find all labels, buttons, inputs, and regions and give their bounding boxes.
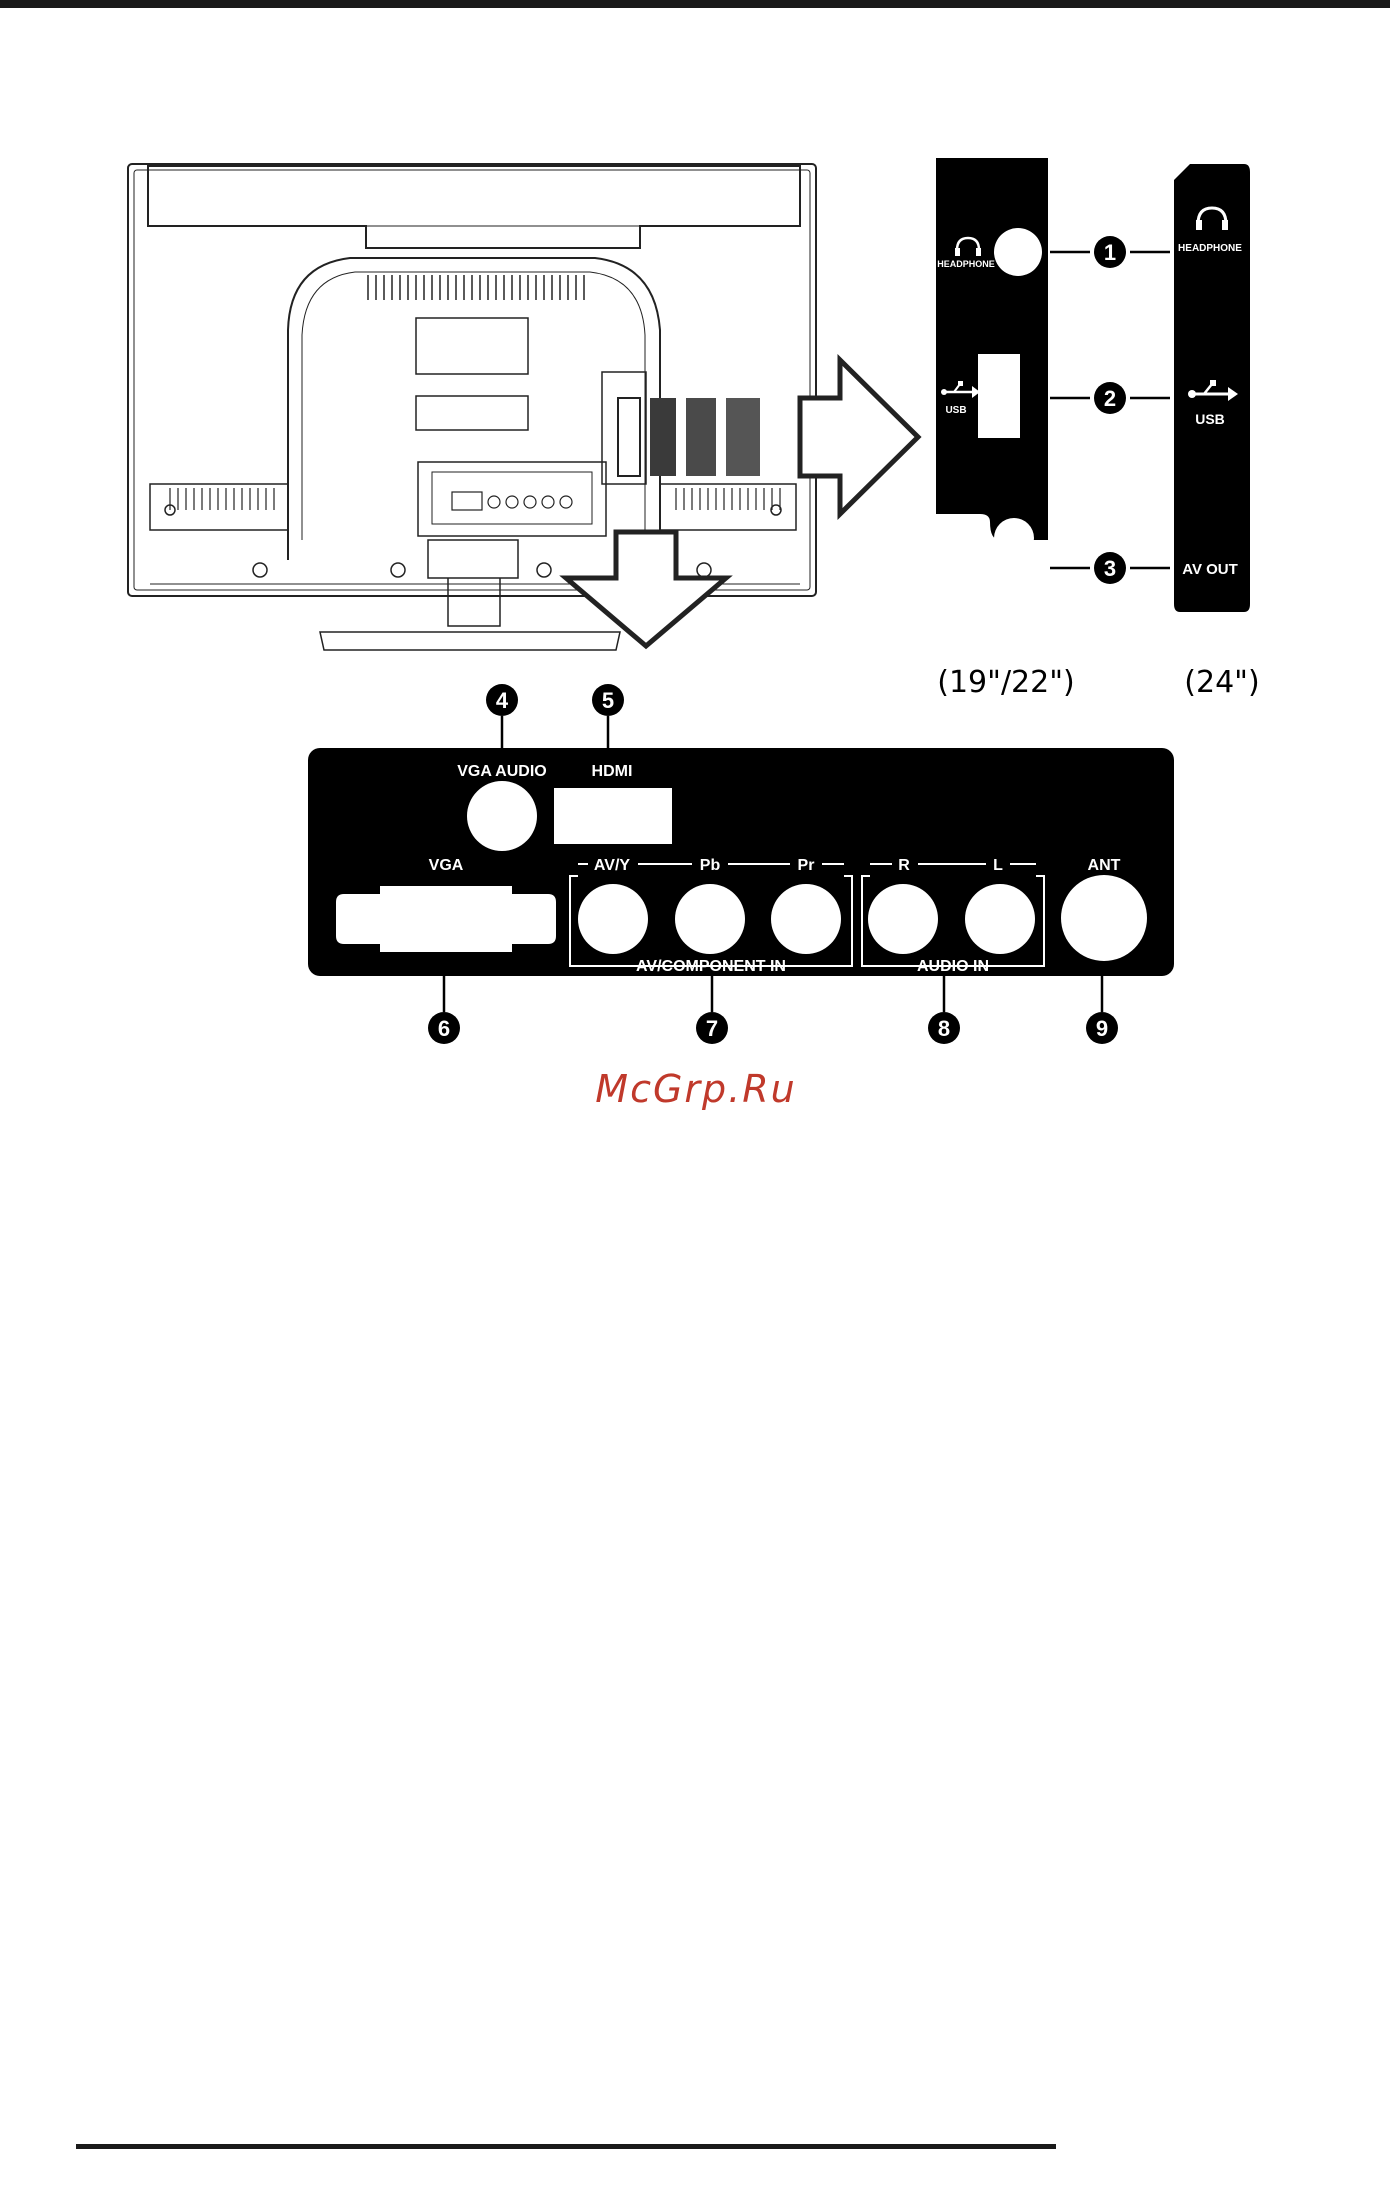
pb-port bbox=[675, 884, 745, 954]
av-y-port bbox=[578, 884, 648, 954]
callout-7: 7 bbox=[696, 1012, 728, 1044]
headphone-port bbox=[994, 228, 1042, 276]
vga-audio-port bbox=[467, 781, 537, 851]
vga-label: VGA bbox=[429, 857, 464, 874]
audio-in-label: AUDIO IN bbox=[917, 958, 989, 975]
audio-r-port bbox=[868, 884, 938, 954]
caption-19-22: (19"/22") bbox=[937, 665, 1074, 700]
usb-port bbox=[978, 354, 1020, 438]
svg-text:7: 7 bbox=[706, 1016, 718, 1041]
callout-4: 4 bbox=[486, 684, 518, 716]
svg-text:9: 9 bbox=[1096, 1016, 1108, 1041]
large-headphone-label: HEADPHONE bbox=[1178, 243, 1242, 254]
callout-5: 5 bbox=[592, 684, 624, 716]
side-headphone-label: HEADPHONE bbox=[937, 259, 995, 269]
pb-label: Pb bbox=[700, 857, 721, 874]
side-panel-24: HEADPHONE USB AV OUT bbox=[1174, 164, 1250, 612]
vga-port bbox=[336, 886, 556, 952]
svg-text:1: 1 bbox=[1104, 240, 1116, 265]
svg-text:6: 6 bbox=[438, 1016, 450, 1041]
ant-port bbox=[1061, 875, 1147, 961]
arrow-right-icon bbox=[618, 360, 918, 514]
callout-6: 6 bbox=[428, 1012, 460, 1044]
audio-l-port bbox=[965, 884, 1035, 954]
svg-text:8: 8 bbox=[938, 1016, 950, 1041]
callout-1: 1 bbox=[1094, 236, 1126, 268]
svg-text:3: 3 bbox=[1104, 556, 1116, 581]
l-label: L bbox=[993, 857, 1003, 874]
av-y-label: AV/Y bbox=[594, 857, 630, 874]
bottom-rule bbox=[76, 2144, 1056, 2149]
callout-3: 3 bbox=[1094, 552, 1126, 584]
top-rule bbox=[0, 0, 1390, 8]
large-usb-label: USB bbox=[1195, 411, 1225, 427]
av-out-port bbox=[994, 518, 1034, 558]
ant-label: ANT bbox=[1088, 857, 1121, 874]
arrow-down-icon bbox=[566, 532, 726, 646]
hdmi-label: HDMI bbox=[592, 763, 633, 780]
pr-port bbox=[771, 884, 841, 954]
svg-text:4: 4 bbox=[496, 688, 509, 713]
pr-label: Pr bbox=[798, 857, 815, 874]
callout-leaders-bottom bbox=[444, 976, 1102, 1012]
large-av-out-label: AV OUT bbox=[1182, 561, 1238, 578]
av-component-in-label: AV/COMPONENT IN bbox=[636, 958, 786, 975]
svg-text:2: 2 bbox=[1104, 386, 1116, 411]
callout-9: 9 bbox=[1086, 1012, 1118, 1044]
r-label: R bbox=[898, 857, 910, 874]
callout-2: 2 bbox=[1094, 382, 1126, 414]
callout-8: 8 bbox=[928, 1012, 960, 1044]
side-panel-19-22: HEADPHONE USB AV OUT bbox=[936, 158, 1048, 579]
caption-24: (24") bbox=[1184, 665, 1259, 700]
hdmi-port bbox=[554, 788, 672, 844]
side-av-out-label: AV OUT bbox=[994, 567, 1035, 579]
svg-text:5: 5 bbox=[602, 688, 614, 713]
vga-audio-label: VGA AUDIO bbox=[457, 763, 546, 780]
side-usb-label: USB bbox=[945, 405, 966, 416]
watermark: McGrp.Ru bbox=[595, 1067, 796, 1111]
